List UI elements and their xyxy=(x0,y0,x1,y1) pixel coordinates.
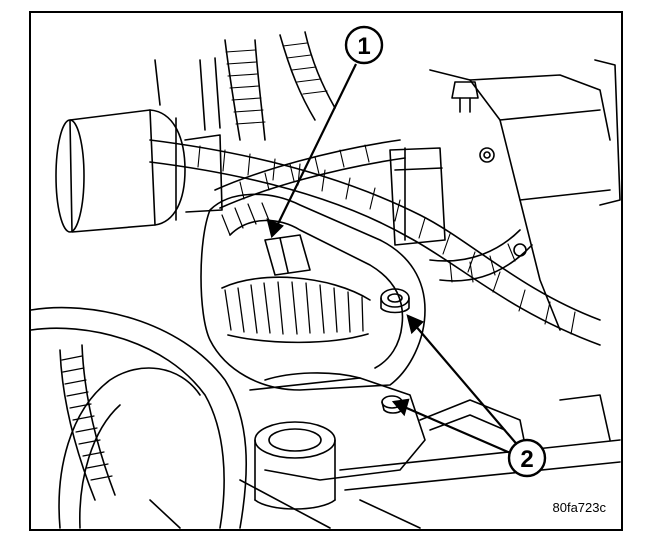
callout-1-label: 1 xyxy=(357,33,370,60)
figure-code: 80fa723c xyxy=(553,500,607,515)
figure-border xyxy=(29,11,623,531)
callout-2-label: 2 xyxy=(520,446,533,473)
engine-bay-artwork xyxy=(30,31,621,529)
callout-2-marker: 2 xyxy=(507,438,547,478)
callout-1-marker: 1 xyxy=(344,25,384,65)
callout-leaders xyxy=(266,63,521,457)
